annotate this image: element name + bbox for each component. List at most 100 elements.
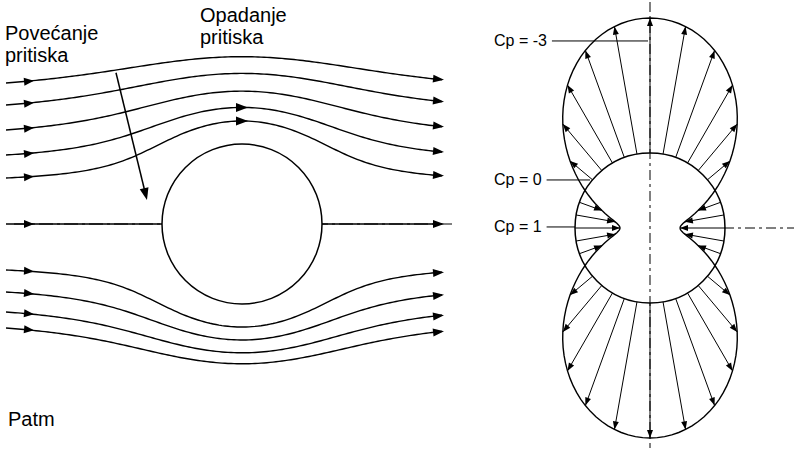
arrowhead xyxy=(563,324,570,332)
leader-arrowhead xyxy=(140,187,149,200)
pressure-arrow xyxy=(698,124,737,170)
arrowhead xyxy=(722,288,730,295)
arrowhead xyxy=(568,362,575,370)
arrowhead xyxy=(24,220,34,228)
leader-line xyxy=(552,40,648,41)
arrowhead xyxy=(24,289,34,297)
pressure-arrow xyxy=(570,276,593,295)
pressure-arrow xyxy=(570,161,593,180)
arrowhead xyxy=(563,124,570,132)
arrowhead xyxy=(24,267,34,275)
arrowhead xyxy=(433,122,444,130)
pressure-label: Povećanje pritiska xyxy=(5,22,120,67)
arrowhead xyxy=(433,75,444,83)
arrowhead xyxy=(24,309,34,317)
arrowhead xyxy=(730,324,737,332)
pressure-arrow xyxy=(585,298,624,405)
arrowhead xyxy=(647,18,653,26)
arrowhead xyxy=(585,397,591,406)
cp-curve xyxy=(563,18,738,438)
pressure-distribution xyxy=(563,18,738,438)
streamline xyxy=(6,91,442,130)
arrowhead xyxy=(24,125,34,133)
pressure-arrow xyxy=(688,85,733,163)
arrowhead xyxy=(709,397,715,406)
cylinder xyxy=(162,144,322,304)
cp-label: Cp = 1 xyxy=(494,218,542,236)
arrowhead xyxy=(593,245,602,251)
arrowhead xyxy=(24,325,34,333)
pressure-arrow xyxy=(663,27,686,155)
arrowhead xyxy=(730,124,737,132)
pressure-arrow xyxy=(563,285,602,331)
arrowhead xyxy=(433,220,444,228)
arrowhead xyxy=(236,116,248,125)
pressure-arrow xyxy=(698,285,737,331)
arrowhead xyxy=(647,430,653,438)
pressure-arrow xyxy=(676,298,715,405)
pressure-arrow xyxy=(650,303,651,438)
streamline xyxy=(6,312,442,353)
pressure-arrow xyxy=(563,124,602,170)
leader-line xyxy=(547,226,575,227)
pressure-arrow xyxy=(707,161,730,180)
arrowhead xyxy=(698,245,707,251)
arrowhead xyxy=(722,161,730,168)
arrowhead xyxy=(433,147,444,155)
streamline xyxy=(6,57,442,83)
pressure-arrow xyxy=(650,18,651,153)
arrowhead xyxy=(726,85,733,93)
pressure-arrow xyxy=(585,50,624,157)
arrowhead xyxy=(726,362,733,370)
pressure-arrow xyxy=(568,85,613,163)
arrowhead xyxy=(236,103,248,112)
pressure-arrow xyxy=(568,293,613,371)
arrowhead xyxy=(433,329,444,337)
arrowhead xyxy=(433,292,444,300)
arrowhead xyxy=(570,288,578,295)
arrowhead xyxy=(607,218,615,224)
arrowhead xyxy=(433,312,444,320)
pressure-arrow xyxy=(688,293,733,371)
arrowhead xyxy=(709,50,715,59)
arrowhead xyxy=(433,96,444,104)
pressure-arrow xyxy=(676,50,715,157)
streamlines xyxy=(6,57,444,364)
arrowhead xyxy=(681,27,687,35)
arrowhead xyxy=(24,173,34,181)
arrowhead xyxy=(593,205,602,211)
cp-label: Cp = -3 xyxy=(494,32,547,50)
pressure-arrow xyxy=(614,302,637,430)
leader-line xyxy=(547,179,590,180)
pressure-arrow xyxy=(580,202,603,210)
arrowhead xyxy=(607,233,615,239)
arrowhead xyxy=(681,421,687,429)
arrowhead xyxy=(568,85,575,93)
arrowhead xyxy=(433,269,444,277)
streamline xyxy=(6,328,442,364)
arrowhead xyxy=(685,218,693,224)
streamline xyxy=(322,223,442,224)
pressure-label: Opadanje pritiska xyxy=(200,4,310,49)
pressure-arrow xyxy=(698,245,721,253)
arrowhead xyxy=(570,161,578,168)
arrowhead xyxy=(613,421,619,429)
arrowhead xyxy=(585,50,591,59)
cylinder-section xyxy=(575,153,725,303)
arrowhead xyxy=(680,225,688,231)
cp-label: Cp = 0 xyxy=(494,171,542,189)
pressure-arrow xyxy=(614,27,637,155)
leader-line xyxy=(116,73,146,196)
pressure-arrow xyxy=(707,276,730,295)
pressure-arrow xyxy=(663,302,686,430)
vertical-axis xyxy=(650,2,651,448)
arrowhead xyxy=(24,150,34,158)
horizontal-axis xyxy=(724,228,794,229)
pressure-symbol: Patm xyxy=(8,408,55,430)
arrowhead xyxy=(613,27,619,35)
pressure-arrow xyxy=(698,202,721,210)
arrowhead xyxy=(698,205,707,211)
arrowhead xyxy=(685,233,693,239)
pressure-arrow xyxy=(580,245,603,253)
arrowhead xyxy=(433,171,444,179)
